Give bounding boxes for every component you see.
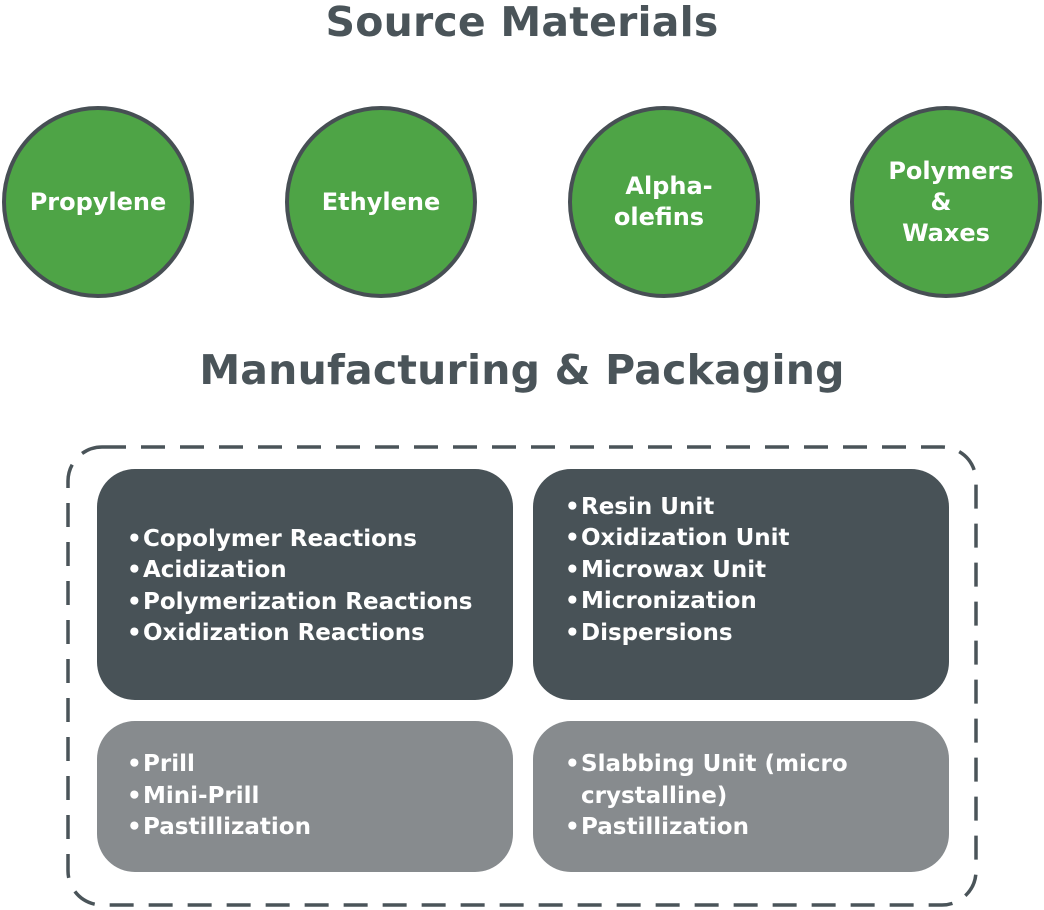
list-item: •Pastillization — [565, 812, 949, 843]
list-item: •Oxidization Reactions — [127, 618, 513, 649]
bullet-icon: • — [127, 557, 142, 584]
bullet-icon: • — [127, 782, 142, 809]
list-item: •Mini-Prill — [127, 781, 513, 812]
list-item: •Polymerization Reactions — [127, 587, 513, 618]
bullet-icon: • — [127, 525, 142, 552]
list-item: •Micronization — [565, 586, 949, 617]
list-item: •Resin Unit — [565, 492, 949, 523]
bullet-icon: • — [565, 751, 580, 778]
list-item: •Prill — [127, 749, 513, 780]
material-label: Alpha-olefins — [613, 172, 713, 231]
bullet-icon: • — [565, 556, 580, 583]
bullet-icon: • — [565, 619, 580, 646]
list-item: •Slabbing Unit (micro — [565, 749, 949, 780]
packaging-box-slabbing: •Slabbing Unit (micro crystalline) •Past… — [533, 721, 949, 872]
material-circle-ethylene: Ethylene — [285, 106, 477, 298]
manufacturing-packaging-title: Manufacturing & Packaging — [199, 346, 845, 394]
bullet-icon: • — [127, 588, 142, 615]
list-item: •Dispersions — [565, 618, 949, 649]
process-box-reactions: •Copolymer Reactions •Acidization •Polym… — [97, 469, 513, 700]
bullet-icon: • — [565, 814, 580, 841]
bullet-icon: • — [127, 814, 142, 841]
material-label-line1: Polymers & — [888, 156, 1014, 216]
dashed-frame — [66, 445, 978, 907]
list-item: •Microwax Unit — [565, 555, 949, 586]
list-item: •Oxidization Unit — [565, 523, 949, 554]
list-item: •Acidization — [127, 555, 513, 586]
list-item: •Copolymer Reactions — [127, 524, 513, 555]
bullet-icon: • — [565, 588, 580, 615]
list-item: •Pastillization — [127, 812, 513, 843]
bullet-icon: • — [127, 619, 142, 646]
source-materials-title: Source Materials — [325, 0, 719, 46]
material-circle-alpha-olefins: Alpha-olefins — [568, 106, 760, 298]
bullet-icon: • — [565, 493, 580, 520]
process-box-units: •Resin Unit •Oxidization Unit •Microwax … — [533, 469, 949, 700]
list-item-continuation: crystalline) — [581, 782, 728, 809]
material-label: Ethylene — [321, 187, 441, 216]
material-label-line2: Waxes — [902, 218, 990, 247]
material-circle-propylene: Propylene — [2, 106, 194, 298]
packaging-box-prill: •Prill •Mini-Prill •Pastillization — [97, 721, 513, 872]
material-circle-polymers-waxes: Polymers & Waxes — [850, 106, 1042, 298]
material-label: Propylene — [29, 187, 167, 216]
bullet-icon: • — [127, 751, 142, 778]
bullet-icon: • — [565, 525, 580, 552]
